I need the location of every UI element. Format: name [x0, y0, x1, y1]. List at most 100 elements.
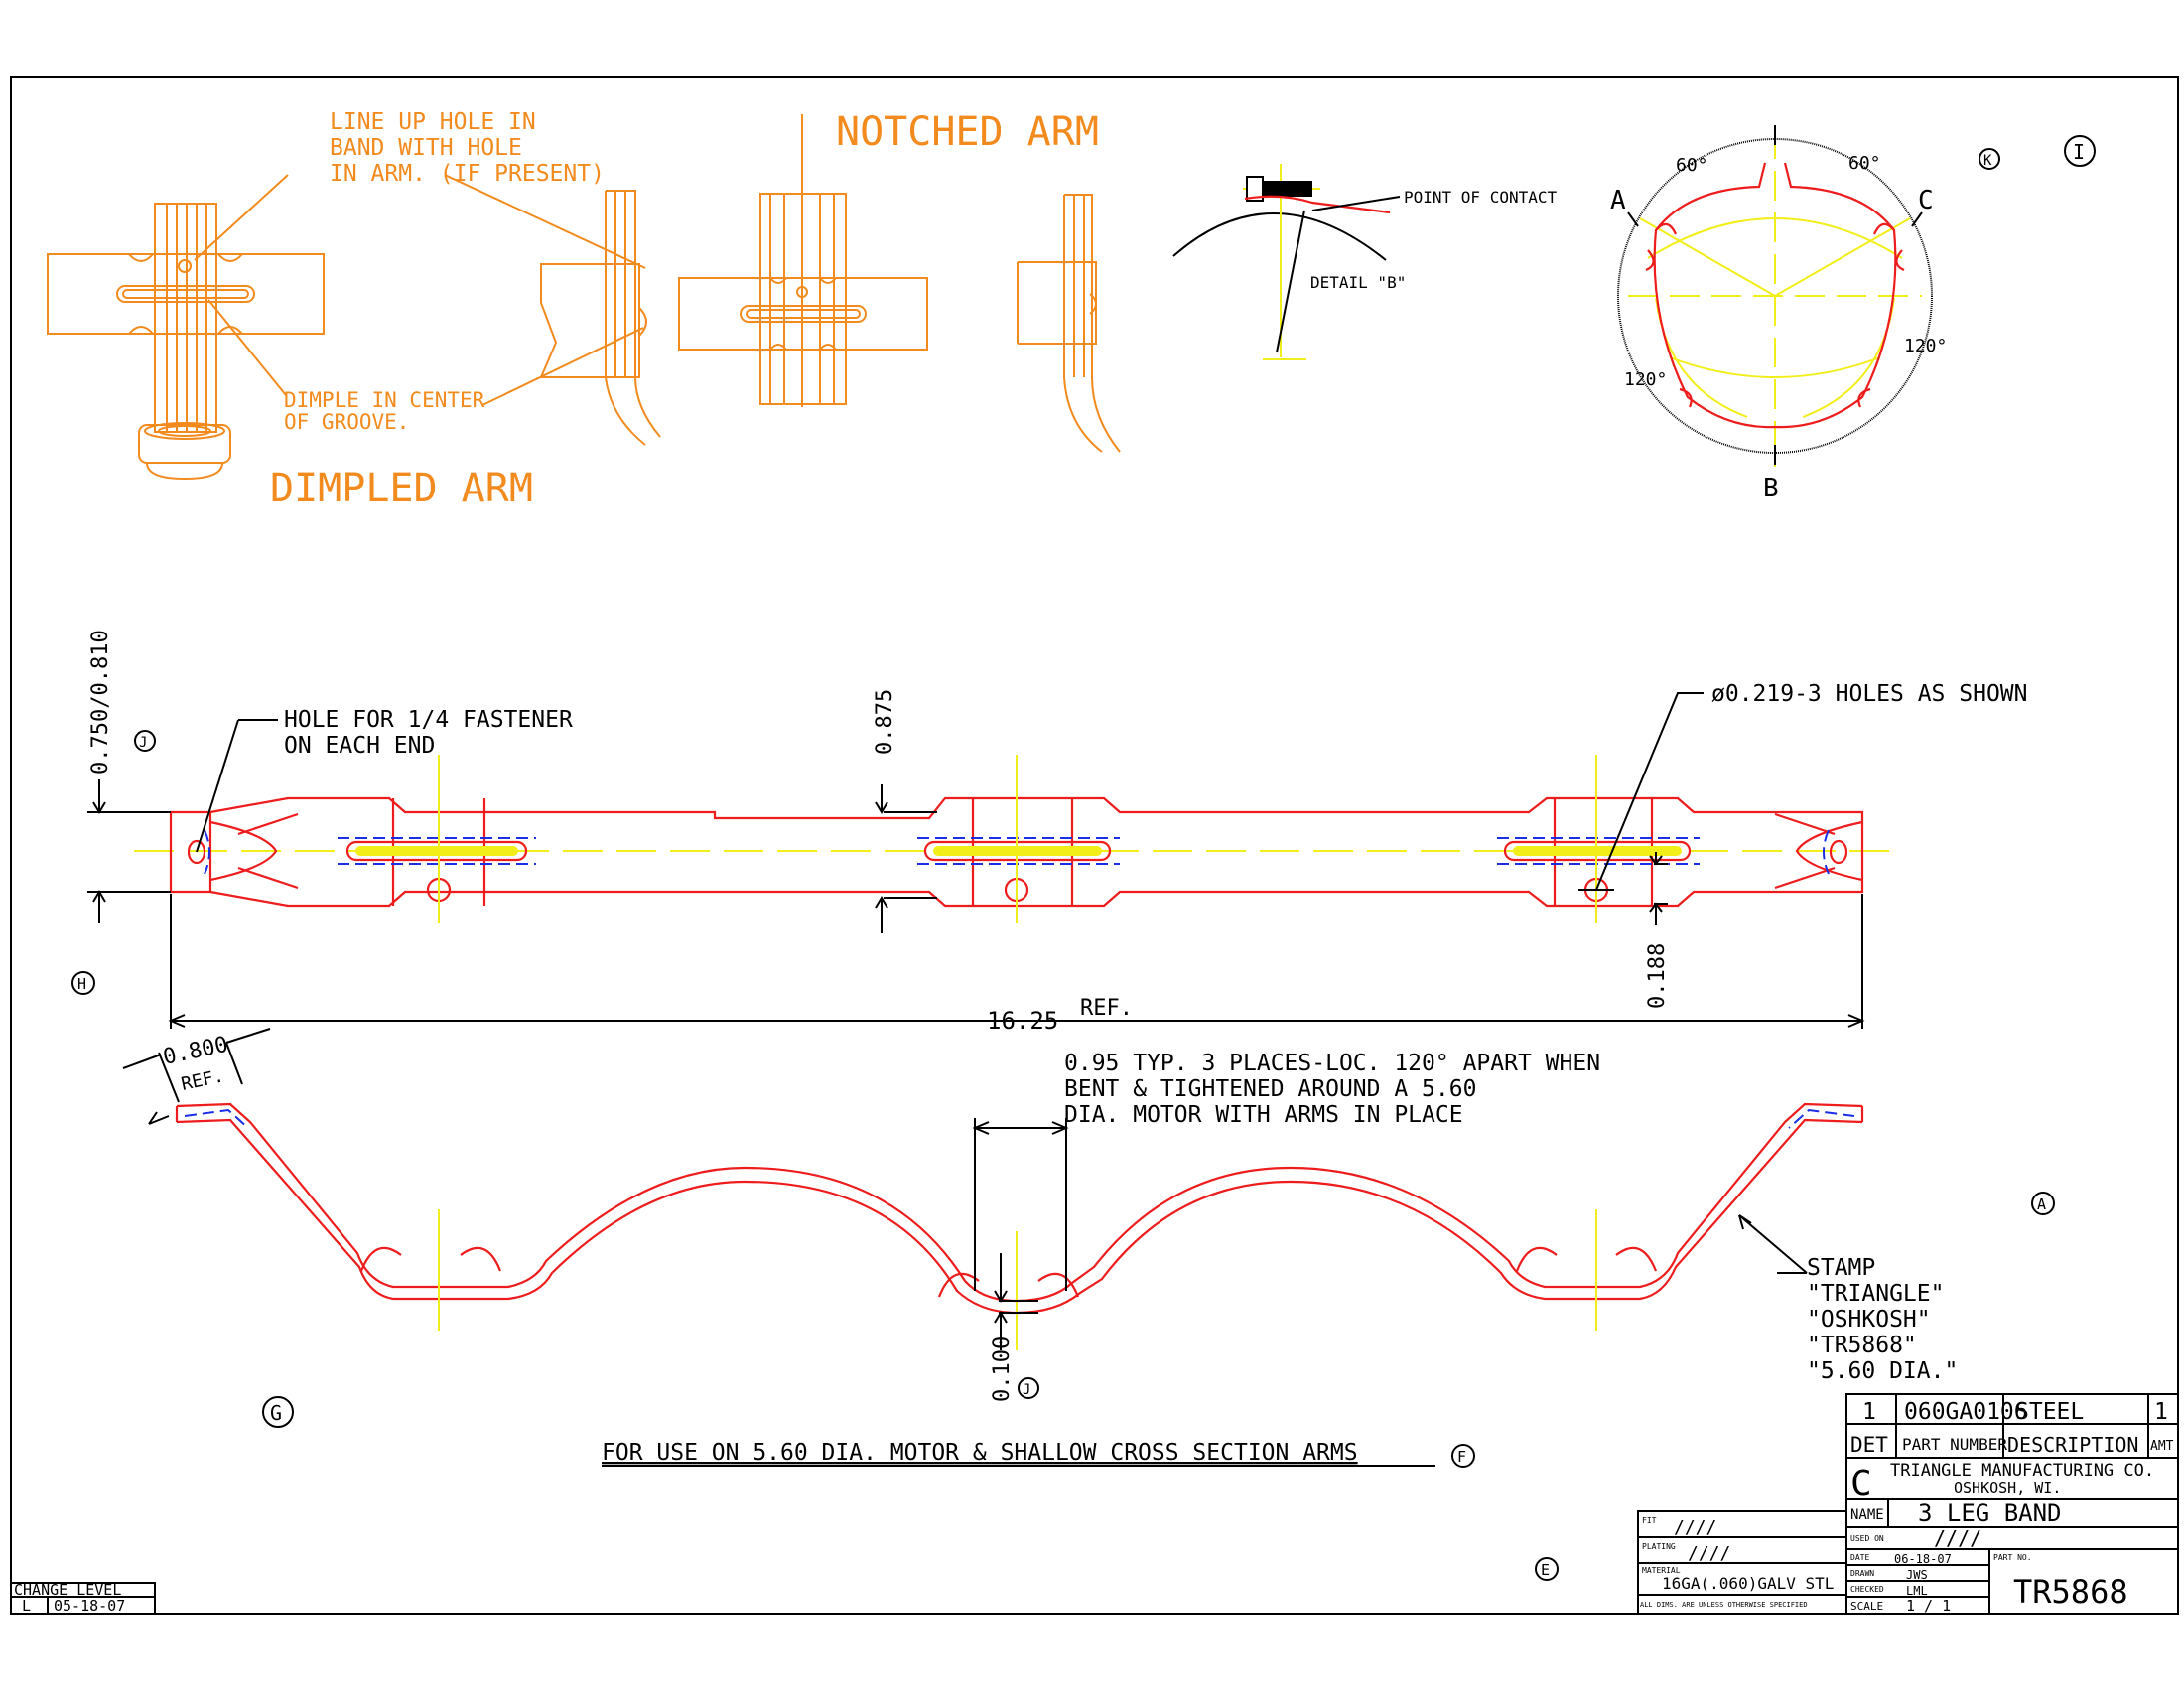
- change-level-date: 05-18-07: [54, 1597, 125, 1615]
- tb-part-number: 060GA0106: [1904, 1399, 2028, 1425]
- tb-date-label: DATE: [1850, 1553, 1869, 1562]
- marker-g-circle: [262, 1396, 294, 1428]
- notched-arm-side-view: [1017, 194, 1121, 453]
- dimpled-arm-view: [47, 174, 646, 481]
- tb-hdr-desc: DESCRIPTION: [2007, 1433, 2138, 1457]
- marker-h: H: [77, 975, 86, 993]
- marker-i: I: [2073, 140, 2085, 164]
- title-block: [10, 1393, 2179, 1615]
- dimpled-arm-side-view: [539, 190, 661, 446]
- tb-drawn: JWS: [1906, 1568, 1928, 1582]
- marker-g: G: [270, 1401, 282, 1425]
- tb-part-no-label: PART NO.: [1993, 1553, 2032, 1562]
- tb-scale: 1 / 1: [1906, 1597, 1951, 1615]
- marker-k: K: [1983, 153, 1992, 169]
- tb-city: OSHKOSH, WI.: [1954, 1479, 2061, 1497]
- angle-120-right: 120°: [1904, 336, 1947, 356]
- tb-checked-label: CHECKED: [1850, 1585, 1884, 1594]
- note-line-up-1: LINE UP HOLE IN: [330, 109, 536, 135]
- marker-f-circle: [1451, 1444, 1475, 1468]
- detail-b-view: [1172, 164, 1401, 360]
- section-label-a: A: [1610, 186, 1626, 215]
- marker-i-circle: [2064, 135, 2096, 167]
- stamp-3: "OSHKOSH": [1807, 1307, 1931, 1333]
- tb-fit-label: FIT: [1642, 1516, 1657, 1525]
- tb-name-label: NAME: [1850, 1507, 1884, 1523]
- tb-date: 06-18-07: [1894, 1552, 1952, 1566]
- stamp-4: "TR5868": [1807, 1333, 1917, 1358]
- stamp-5: "5.60 DIA.": [1807, 1358, 1958, 1384]
- note-095-3: DIA. MOTOR WITH ARMS IN PLACE: [1064, 1102, 1463, 1128]
- stamp-2: "TRIANGLE": [1807, 1281, 1944, 1307]
- tb-plating-label: PLATING: [1642, 1542, 1676, 1551]
- angle-120-left: 120°: [1624, 369, 1667, 390]
- tb-hdr-det: DET: [1850, 1433, 1888, 1457]
- marker-a: A: [2037, 1196, 2046, 1213]
- tb-name: 3 LEG BAND: [1918, 1499, 2062, 1527]
- dim-0100: 0.100: [990, 1336, 1015, 1402]
- sheet-border: [10, 76, 2179, 1615]
- marker-h-circle: [71, 971, 95, 995]
- tb-qty: 1: [1862, 1399, 1876, 1425]
- tb-company: TRIANGLE MANUFACTURING CO.: [1890, 1461, 2154, 1480]
- dim-0188: 0.188: [1645, 943, 1670, 1009]
- point-of-contact-note: POINT OF CONTACT: [1404, 188, 1557, 207]
- dim-0875: 0.875: [873, 689, 897, 755]
- usage-note: FOR USE ON 5.60 DIA. MOTOR & SHALLOW CRO…: [602, 1440, 1358, 1466]
- tb-hdr-amt: AMT: [2150, 1439, 2174, 1454]
- note-095-1: 0.95 TYP. 3 PLACES-LOC. 120° APART WHEN: [1064, 1051, 1600, 1076]
- tb-plating: ////: [1688, 1543, 1730, 1564]
- tb-description: STEEL: [2015, 1399, 2084, 1425]
- angle-60-right: 60°: [1848, 153, 1881, 174]
- title-notched-arm: NOTCHED ARM: [836, 109, 1099, 155]
- section-label-b: B: [1763, 474, 1779, 503]
- change-level-letter: L: [22, 1597, 31, 1615]
- marker-k-circle: [1979, 148, 2000, 170]
- tb-used-on: ////: [1934, 1526, 1981, 1550]
- dim-0800: 0.800: [161, 1033, 230, 1070]
- marker-j-top-circle: [134, 730, 156, 752]
- tb-scale-label: SCALE: [1850, 1600, 1883, 1613]
- tb-material: 16GA(.060)GALV STL: [1662, 1574, 1834, 1593]
- tb-checked: LML: [1906, 1584, 1928, 1598]
- marker-a-circle: [2031, 1192, 2055, 1215]
- notched-arm-view: [678, 114, 928, 407]
- dim-length-ref: REF.: [1080, 996, 1133, 1021]
- dim-length: 16.25: [987, 1007, 1058, 1035]
- change-level-label: CHANGE LEVEL: [14, 1581, 121, 1599]
- marker-e-circle: [1535, 1557, 1559, 1581]
- title-dimpled-arm: DIMPLED ARM: [270, 466, 533, 511]
- tb-part-no: TR5868: [2013, 1573, 2128, 1611]
- note-holes: ø0.219-3 HOLES AS SHOWN: [1711, 681, 2028, 707]
- stamp-1: STAMP: [1807, 1255, 1875, 1281]
- note-dimple-1: DIMPLE IN CENTER: [284, 388, 485, 412]
- note-hole-1: HOLE FOR 1/4 FASTENER: [284, 707, 573, 733]
- tb-amt: 1: [2154, 1399, 2168, 1425]
- tb-material-label: MATERIAL: [1642, 1566, 1681, 1575]
- tb-hdr-part: PART NUMBER: [1902, 1435, 2007, 1454]
- note-dimple-2: OF GROOVE.: [284, 410, 409, 434]
- marker-j-bottom: J: [1023, 1382, 1030, 1398]
- band-profile-view: [122, 1028, 1864, 1350]
- tb-used-on-label: USED ON: [1850, 1534, 1884, 1543]
- note-line-up-3: IN ARM. (IF PRESENT): [330, 161, 605, 187]
- circle-section-view: [1617, 125, 1933, 467]
- flat-band-view: [87, 692, 1896, 1029]
- note-line-up-2: BAND WITH HOLE: [330, 135, 522, 161]
- marker-j-top: J: [139, 735, 147, 751]
- dim-width: 0.750/0.810: [88, 630, 113, 774]
- note-hole-2: ON EACH END: [284, 733, 435, 759]
- section-label-c: C: [1918, 186, 1934, 215]
- detail-b-label: DETAIL "B": [1310, 273, 1406, 292]
- marker-j-bottom-circle: [1018, 1377, 1039, 1399]
- marker-e: E: [1541, 1561, 1550, 1579]
- dim-0800-ref: REF.: [180, 1065, 226, 1095]
- angle-60-left: 60°: [1676, 155, 1708, 176]
- note-095-2: BENT & TIGHTENED AROUND A 5.60: [1064, 1076, 1476, 1102]
- marker-f: F: [1457, 1448, 1466, 1466]
- tb-rev-letter: C: [1850, 1464, 1872, 1504]
- tb-fit: ////: [1674, 1517, 1716, 1538]
- tb-note-dims: ALL DIMS. ARE UNLESS OTHERWISE SPECIFIED: [1640, 1601, 1808, 1609]
- tb-drawn-label: DRAWN: [1850, 1569, 1874, 1578]
